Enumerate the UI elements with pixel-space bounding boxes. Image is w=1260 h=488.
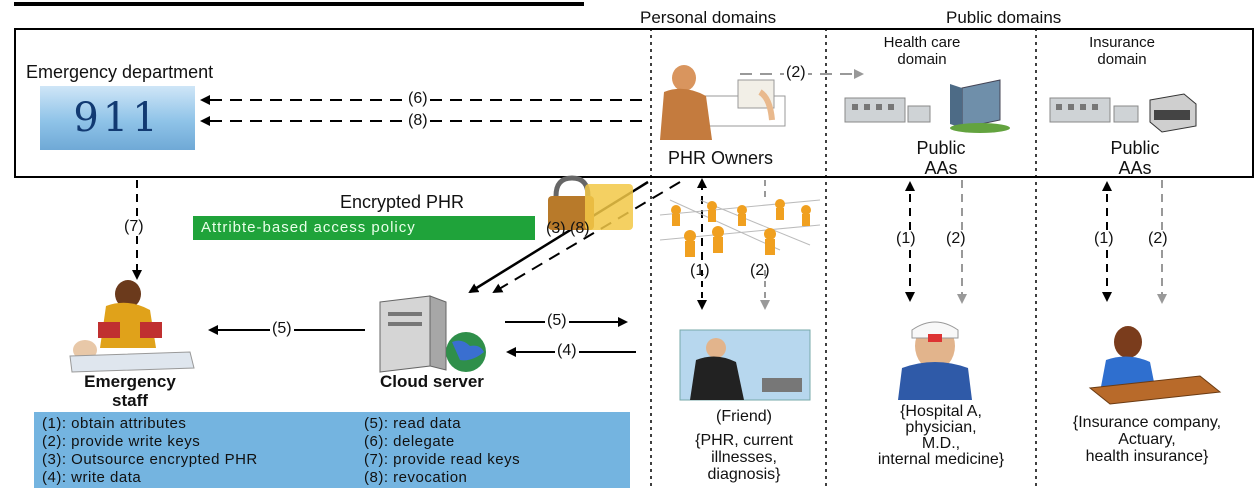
insurance-agent-icon bbox=[1088, 326, 1222, 405]
legend-item: (4): write data bbox=[42, 469, 142, 486]
step-1-insurance-label: (1) bbox=[1092, 230, 1116, 248]
insurance-buildings-icon bbox=[1049, 93, 1197, 133]
legend-item: (5): read data bbox=[364, 415, 462, 432]
cloud-server-label: Cloud server bbox=[380, 372, 484, 391]
insurance-detail-label: {Insurance company, Actuary, health insu… bbox=[1072, 414, 1222, 465]
public-aas-health-label: Public AAs bbox=[916, 138, 966, 178]
health-care-domain-label: Health care domain bbox=[883, 34, 961, 68]
step-4-label: (4) bbox=[555, 342, 579, 360]
step-5-staff-label: (5) bbox=[270, 320, 294, 338]
legend-item: (1): obtain attributes bbox=[42, 415, 187, 432]
arrow-revocation-cloud bbox=[492, 181, 681, 294]
emergency-department-label: Emergency department bbox=[26, 62, 214, 82]
step-3-8-label: (3) (8) bbox=[546, 220, 590, 237]
friend-icon bbox=[679, 329, 811, 401]
lock-icon bbox=[548, 175, 633, 230]
legend-item: (8): revocation bbox=[364, 469, 468, 486]
step-2-insurance-label: (2) bbox=[1146, 230, 1170, 248]
step-6-label: (6) bbox=[406, 90, 430, 108]
legend-item: (7): provide read keys bbox=[364, 451, 521, 468]
step-1-health-label: (1) bbox=[894, 230, 918, 248]
legend-item: (6): delegate bbox=[364, 433, 455, 450]
step-2-health-label: (2) bbox=[944, 230, 968, 248]
emergency-staff-label: Emergency staff bbox=[84, 372, 176, 410]
friend-detail-label: {PHR, current illnesses, diagnosis} bbox=[695, 432, 793, 483]
friend-label: (Friend) bbox=[715, 408, 772, 425]
cloud-server-icon bbox=[379, 295, 486, 373]
step-1-personal-label: (1) bbox=[690, 262, 710, 279]
health-care-buildings-icon bbox=[844, 79, 1010, 133]
hospital-detail-label: {Hospital A, physician, M.D., internal m… bbox=[877, 403, 1005, 468]
encrypted-phr-label: Encrypted PHR bbox=[340, 192, 465, 212]
legend-item: (2): provide write keys bbox=[42, 433, 201, 450]
emergency-staff-icon bbox=[69, 280, 195, 373]
emergency-number-box: 911 bbox=[40, 86, 195, 150]
public-domains-header: Public domains bbox=[946, 8, 1062, 27]
public-aas-insurance-label: Public AAs bbox=[1110, 138, 1160, 178]
access-policy-label: Attribte-based access policy bbox=[193, 216, 535, 240]
legend-item: (3): Outsource encrypted PHR bbox=[42, 451, 258, 468]
legend-box: (1): obtain attributes (2): provide writ… bbox=[34, 412, 630, 488]
phr-owners-icon bbox=[660, 65, 786, 140]
step-8-label: (8) bbox=[406, 112, 430, 130]
step-2-top-label: (2) bbox=[784, 64, 808, 82]
phr-owners-label: PHR Owners bbox=[668, 148, 774, 168]
step-5-friend-label: (5) bbox=[545, 312, 569, 330]
social-network-icon bbox=[659, 199, 821, 257]
insurance-domain-label: Insurance domain bbox=[1089, 34, 1155, 68]
personal-domains-header: Personal domains bbox=[640, 8, 777, 27]
physician-icon bbox=[898, 321, 972, 400]
step-7-label: (7) bbox=[122, 218, 146, 236]
top-rule bbox=[14, 2, 584, 6]
emergency-department-box bbox=[14, 28, 1254, 178]
step-2-personal-label: (2) bbox=[750, 262, 770, 279]
